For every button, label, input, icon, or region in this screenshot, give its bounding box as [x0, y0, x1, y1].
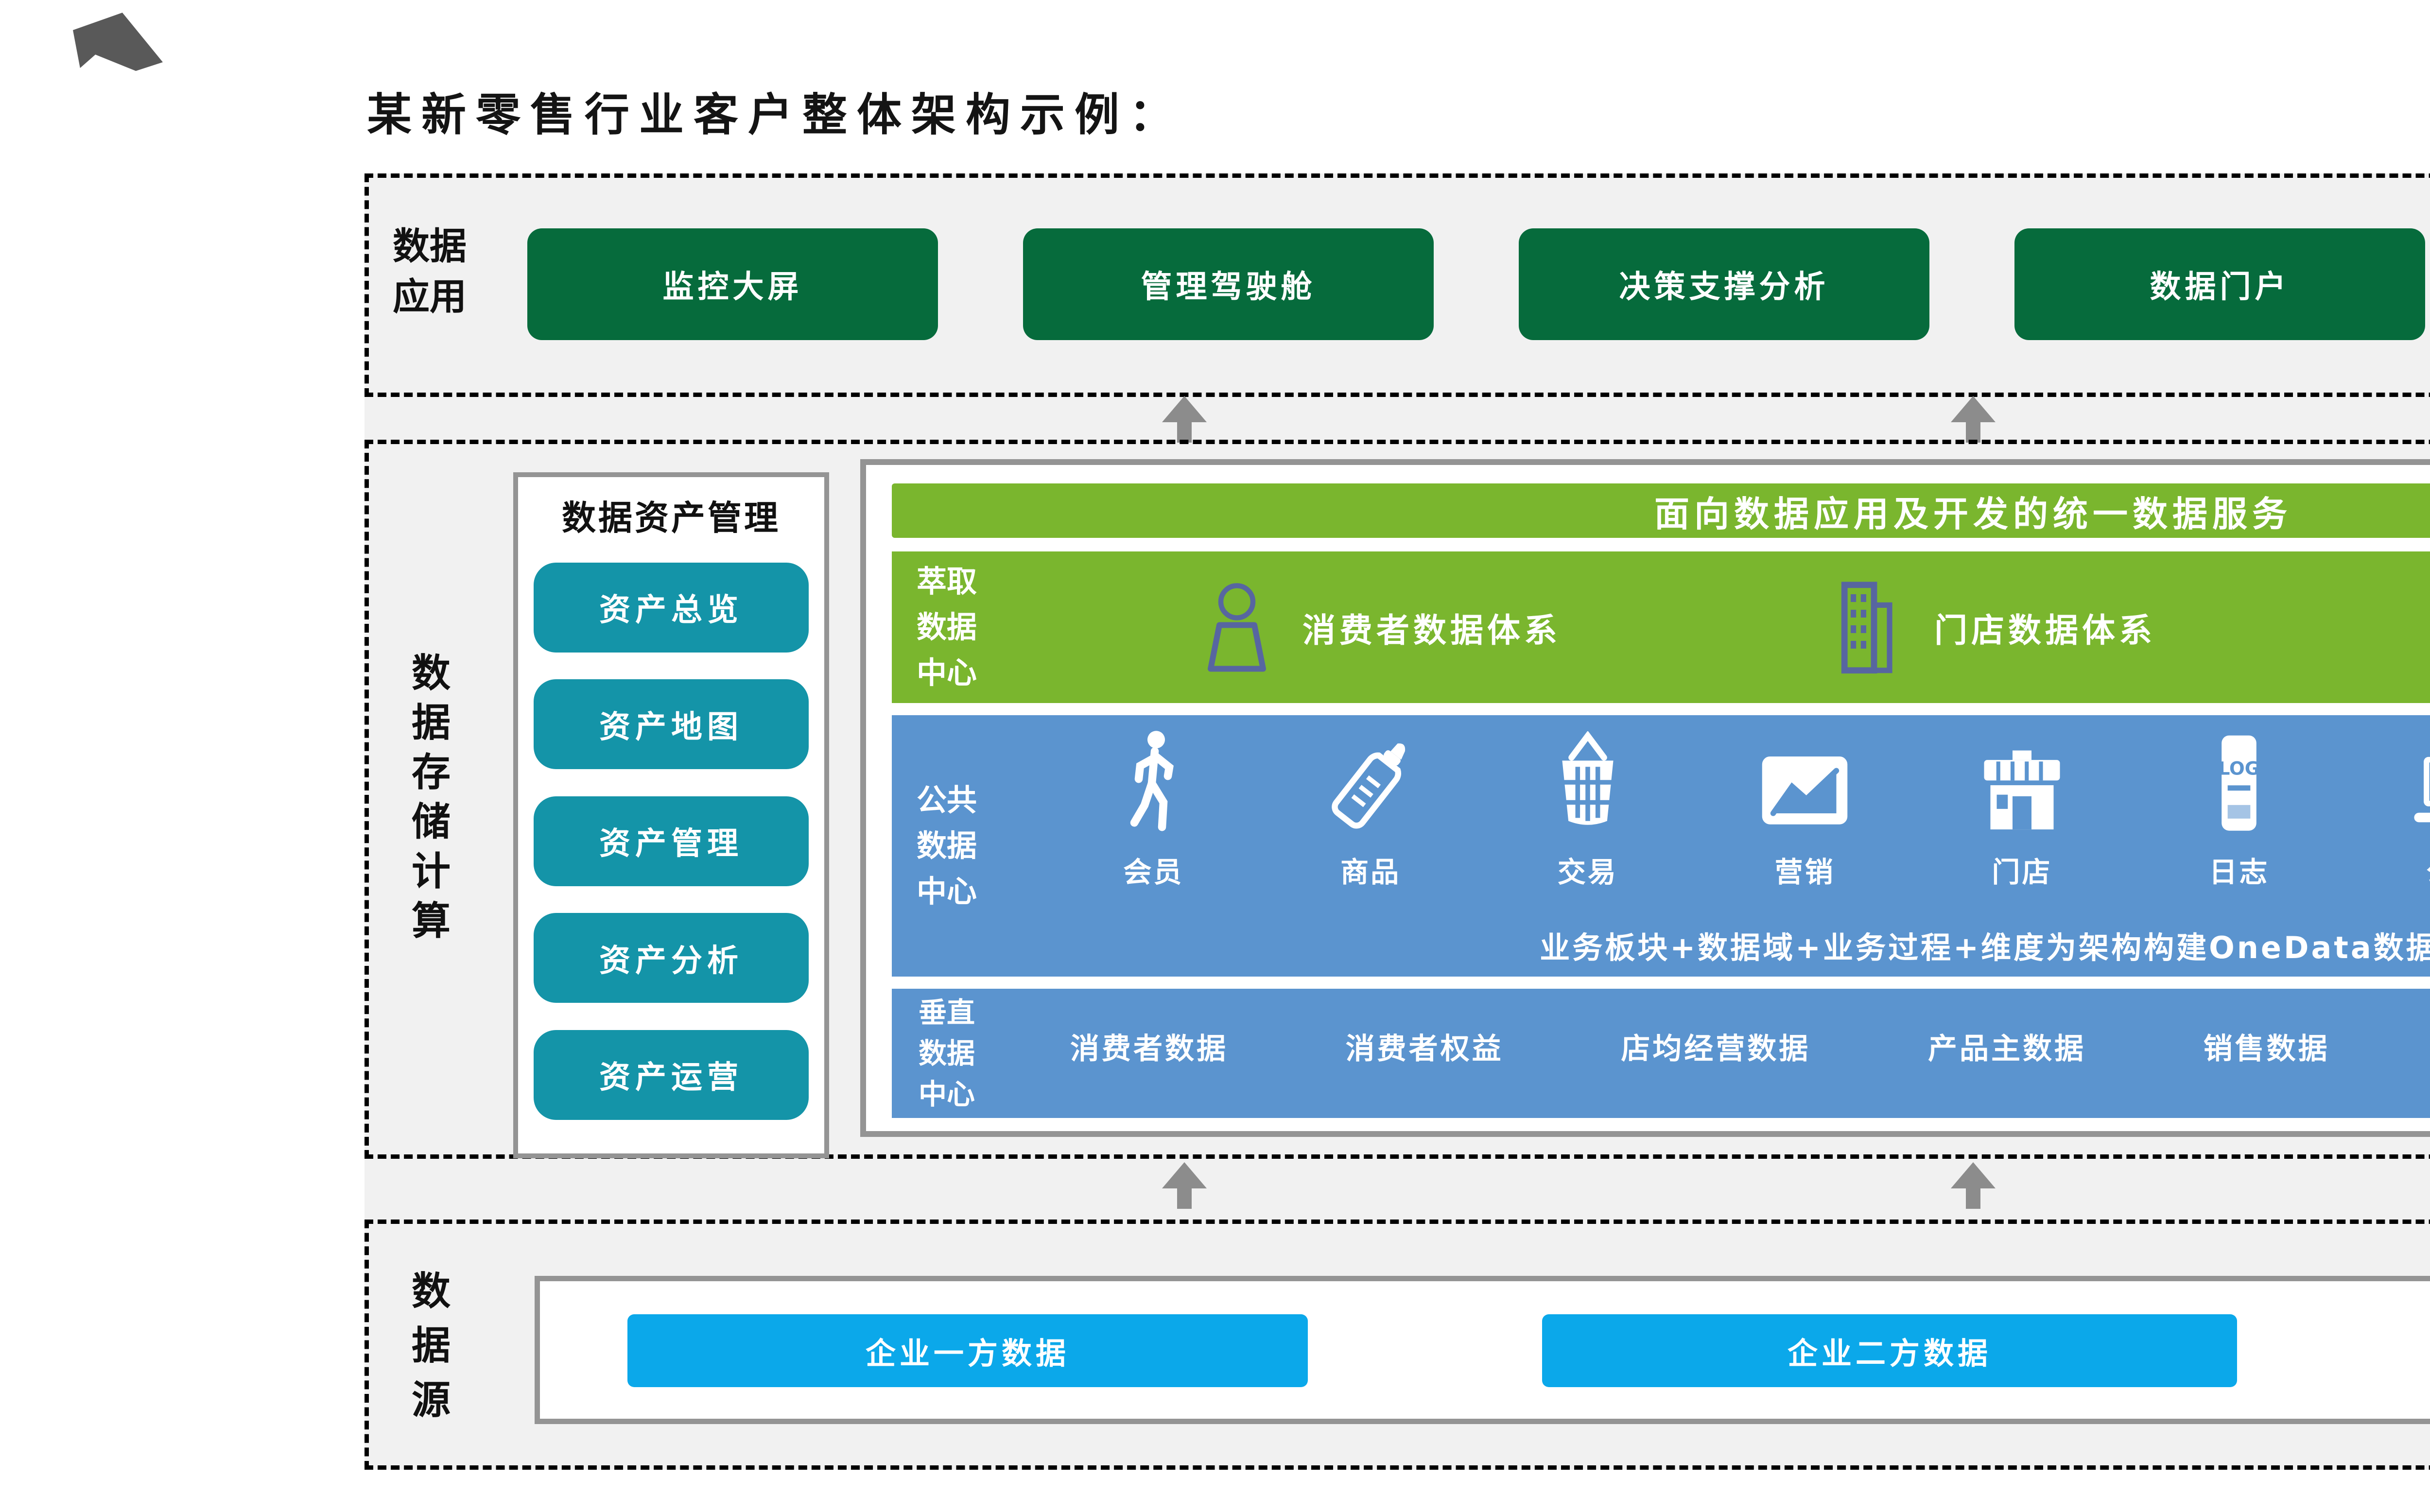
extract-center-label: 萃取 数据 中心: [916, 564, 977, 690]
basket-icon: [1544, 724, 1632, 836]
asset-panel-buttons: 资产总览 资产地图 资产管理 资产分析 资产运营: [518, 535, 824, 1153]
app-button-decision-support[interactable]: 决策支撑分析: [1519, 228, 1929, 340]
vertical-data-center-panel: 垂直 数据 中心 消费者数据 消费者权益 店均经营数据 产品主数据 销售数据 线…: [892, 989, 2430, 1118]
up-arrow: [1162, 396, 1207, 443]
public-item-goods: 商品: [1288, 724, 1453, 890]
vertical-items-row: 消费者数据 消费者权益 店均经营数据 产品主数据 销售数据 线上商城数据 营销活…: [1070, 989, 2430, 1103]
unified-data-service-bar: 面向数据应用及开发的统一数据服务: [892, 483, 2430, 538]
log-icon: LOG: [2205, 724, 2273, 836]
layer-label-storage-compute: 数据存储计算: [412, 651, 451, 944]
vertical-item: 消费者数据: [1070, 1031, 1228, 1066]
asset-panel-title: 数据资产管理: [562, 498, 781, 538]
app-button-row: 监控大屏 管理驾驶舱 决策支撑分析 数据门户 精准营销 ......: [527, 228, 2430, 340]
onedata-caption: 业务板块+数据域+业务过程+维度为架构构建OneData数据体系: [1540, 930, 2430, 965]
shopping-bag-icon: [2422, 581, 2430, 673]
vertical-item: 店均经营数据: [1621, 1031, 1811, 1066]
data-storage-compute-layer-box: [364, 440, 2430, 1159]
layer-label-data-source: 数据源: [412, 1269, 451, 1423]
center-content-box: 面向数据应用及开发的统一数据服务 萃取 数据 中心 消费者数据体系: [860, 459, 2430, 1137]
storefront-icon: [1975, 724, 2069, 836]
vertical-item: 产品主数据: [1927, 1031, 2086, 1066]
asset-button-overview[interactable]: 资产总览: [534, 562, 809, 653]
public-item-marketing: 营销: [1722, 724, 1888, 890]
data-source-layer-box: [364, 1220, 2430, 1470]
member-icon: [1117, 724, 1190, 836]
extract-item-label: 门店数据体系: [1934, 611, 2156, 650]
vertical-item: 销售数据: [2203, 1031, 2330, 1066]
extract-item-goods: 商品数据体系: [2422, 581, 2430, 673]
person-icon: [1200, 579, 1273, 676]
public-item-member: 会员: [1071, 724, 1236, 890]
extract-item-label: 消费者数据体系: [1302, 611, 1562, 650]
asset-button-analysis[interactable]: 资产分析: [534, 913, 809, 1003]
extract-data-center-panel: 萃取 数据 中心 消费者数据体系: [892, 551, 2430, 703]
data-source-box: 企业一方数据 企业二方数据 第三方数据: [535, 1276, 2430, 1424]
public-item-transaction: 交易: [1505, 724, 1670, 890]
laptop-icon: [2406, 724, 2430, 836]
corner-logo-smudge: [73, 13, 163, 71]
bottle-icon: [1329, 724, 1412, 836]
layer-label-line: 应用: [393, 275, 467, 318]
asset-button-operation[interactable]: 资产运营: [534, 1030, 809, 1120]
layer-label-data-application: 数据 应用: [378, 221, 481, 322]
extract-item-consumer: 消费者数据体系: [1200, 579, 1561, 676]
extract-items-row: 消费者数据体系 门店数据体系: [1200, 551, 2430, 703]
vertical-center-label: 垂直 数据 中心: [918, 996, 975, 1111]
public-center-label: 公共 数据 中心: [916, 782, 977, 909]
up-arrow: [1162, 1162, 1207, 1209]
data-application-layer-box: [364, 173, 2430, 397]
source-button-first-party[interactable]: 企业一方数据: [627, 1314, 1308, 1387]
app-button-management-cockpit[interactable]: 管理驾驶舱: [1023, 228, 1434, 340]
page-title: 某新零售行业客户整体架构示例：: [367, 89, 1184, 141]
layer-label-line: 数据: [393, 224, 467, 268]
asset-button-management[interactable]: 资产管理: [534, 796, 809, 886]
chart-icon: [1757, 724, 1852, 836]
public-item-public: 公共: [2374, 724, 2430, 890]
source-button-second-party[interactable]: 企业二方数据: [1542, 1314, 2237, 1387]
app-button-data-portal[interactable]: 数据门户: [2014, 228, 2425, 340]
vertical-item: 消费者权益: [1345, 1031, 1504, 1066]
up-arrow: [1951, 1162, 1996, 1209]
building-icon: [1827, 579, 1905, 676]
data-asset-management-panel: 数据资产管理 资产总览 资产地图 资产管理 资产分析 资产运营: [513, 472, 829, 1158]
extract-item-store: 门店数据体系: [1827, 579, 2156, 676]
asset-button-map[interactable]: 资产地图: [534, 679, 809, 769]
public-data-center-panel: 公共 数据 中心: [892, 715, 2430, 977]
up-arrow: [1951, 396, 1996, 443]
public-items-row: 会员 商品: [1045, 730, 2430, 890]
public-item-store: 门店: [1939, 724, 2104, 890]
public-item-log: LOG 日志: [2156, 724, 2322, 890]
app-button-monitor-screen[interactable]: 监控大屏: [527, 228, 938, 340]
svg-text:LOG: LOG: [2219, 758, 2260, 779]
